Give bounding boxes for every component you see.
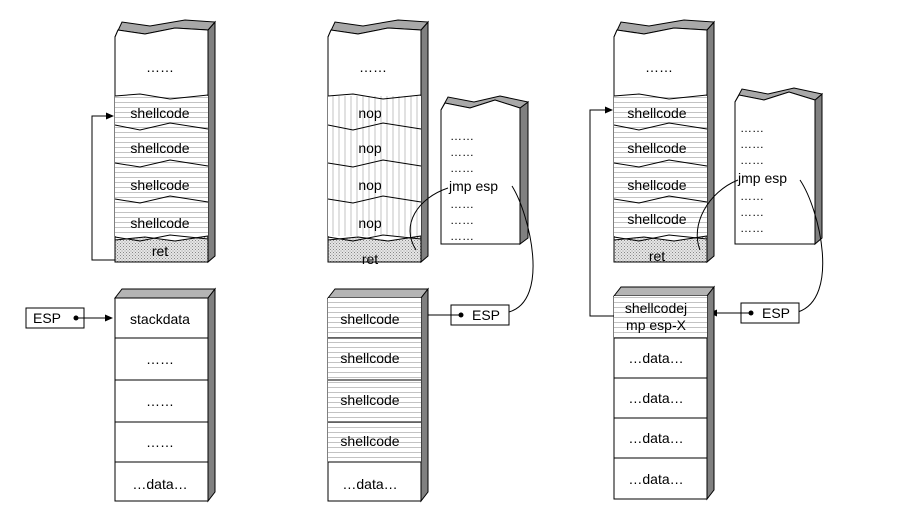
stack-1-shellcode-3: shellcode bbox=[130, 177, 189, 193]
stack-3-shellcode-3: shellcode bbox=[627, 177, 686, 193]
page-3-dots-5: …… bbox=[740, 205, 764, 219]
stack-3-data-1: …data… bbox=[628, 350, 683, 366]
stack-2-data: …data… bbox=[342, 476, 397, 492]
stack-2-top: …… nop nop nop nop ret bbox=[327, 19, 430, 267]
esp-label-2: ESP bbox=[472, 307, 500, 323]
stack-2-nop-2: nop bbox=[358, 140, 382, 156]
diagram-1: …… shellcode shellcode shellcode shellco… bbox=[25, 19, 217, 503]
stack-3-shellcode-1: shellcode bbox=[627, 105, 686, 121]
stack-3-ret: ret bbox=[649, 248, 665, 264]
ret-to-shellcode-arrow bbox=[91, 112, 115, 261]
diagram-2: …… nop nop nop nop ret …… …… …… jmp esp … bbox=[326, 19, 534, 503]
diagram-3: …… shellcode shellcode shellcode shellco… bbox=[589, 19, 824, 501]
page-3: …… …… …… jmp esp …… …… …… bbox=[734, 87, 824, 246]
page-3-dots-1: …… bbox=[740, 121, 764, 135]
jmp-to-esp-curve-2 bbox=[508, 185, 534, 313]
ret-to-jmp-curve-3 bbox=[696, 179, 739, 251]
jmp-back-to-shellcode-arrow bbox=[589, 106, 614, 317]
stack-3-shellcode-4: shellcode bbox=[627, 211, 686, 227]
stack-2-bottom-shellcode-2: shellcode bbox=[340, 350, 399, 366]
stack-2-nop-1: nop bbox=[358, 105, 382, 121]
stack-1-bottom-dots-3: …… bbox=[146, 434, 174, 450]
page-3-dots-6: …… bbox=[740, 221, 764, 235]
page-2-dots-3: …… bbox=[450, 161, 474, 175]
stack-3-bottom: shellcodej mp esp-X …data… …data… …data…… bbox=[612, 285, 716, 501]
page-2: …… …… …… jmp esp …… …… …… bbox=[440, 95, 530, 245]
page-2-jmp-esp: jmp esp bbox=[448, 178, 498, 194]
stack-1-bottom: stackdata …… …… …… …data… bbox=[113, 287, 217, 503]
stack-2-bottom-shellcode-3: shellcode bbox=[340, 392, 399, 408]
page-3-dots-4: …… bbox=[740, 189, 764, 203]
stack-1-stackdata: stackdata bbox=[130, 311, 190, 327]
page-2-dots-1: …… bbox=[450, 129, 474, 143]
stack-3-shellcode-jmp-line-2: mp esp-X bbox=[626, 317, 687, 333]
stack-1-shellcode-1: shellcode bbox=[130, 105, 189, 121]
page-2-dots-6: …… bbox=[450, 229, 474, 243]
jmp-to-esp-curve-3 bbox=[797, 179, 824, 313]
esp-label-3: ESP bbox=[762, 305, 790, 321]
page-2-dots-4: …… bbox=[450, 197, 474, 211]
stack-2-nop-4: nop bbox=[358, 215, 382, 231]
stack-3-data-4: …data… bbox=[628, 471, 683, 487]
stack-3-data-2: …data… bbox=[628, 390, 683, 406]
stack-2-bottom: shellcode shellcode shellcode shellcode … bbox=[326, 287, 430, 503]
stack-1-top-dots: …… bbox=[146, 59, 174, 75]
stack-1-data: …data… bbox=[132, 476, 187, 492]
esp-label-1: ESP bbox=[33, 310, 61, 326]
stack-1-ret: ret bbox=[152, 243, 168, 259]
stack-3-top-dots: …… bbox=[645, 59, 673, 75]
stack-1-top: …… shellcode shellcode shellcode shellco… bbox=[114, 19, 217, 264]
page-2-dots-2: …… bbox=[450, 145, 474, 159]
stack-2-bottom-shellcode-4: shellcode bbox=[340, 433, 399, 449]
ret-to-jmp-curve-2 bbox=[409, 187, 449, 251]
stack-1-bottom-dots-1: …… bbox=[146, 351, 174, 367]
stack-2-top-dots: …… bbox=[359, 59, 387, 75]
stack-3-shellcode-jmp-line-1: shellcodej bbox=[625, 300, 687, 316]
stack-3-data-3: …data… bbox=[628, 430, 683, 446]
page-3-dots-3: …… bbox=[740, 153, 764, 167]
page-3-jmp-esp: jmp esp bbox=[737, 170, 787, 186]
stack-3-top: …… shellcode shellcode shellcode shellco… bbox=[613, 19, 716, 264]
stack-2-bottom-shellcode-1: shellcode bbox=[340, 311, 399, 327]
stack-1-shellcode-2: shellcode bbox=[130, 140, 189, 156]
stack-2-nop-3: nop bbox=[358, 177, 382, 193]
stack-2-ret: ret bbox=[362, 251, 378, 267]
page-2-dots-5: …… bbox=[450, 213, 474, 227]
stack-1-shellcode-4: shellcode bbox=[130, 215, 189, 231]
stack-1-bottom-dots-2: …… bbox=[146, 393, 174, 409]
page-3-dots-2: …… bbox=[740, 137, 764, 151]
stack-3-shellcode-2: shellcode bbox=[627, 140, 686, 156]
